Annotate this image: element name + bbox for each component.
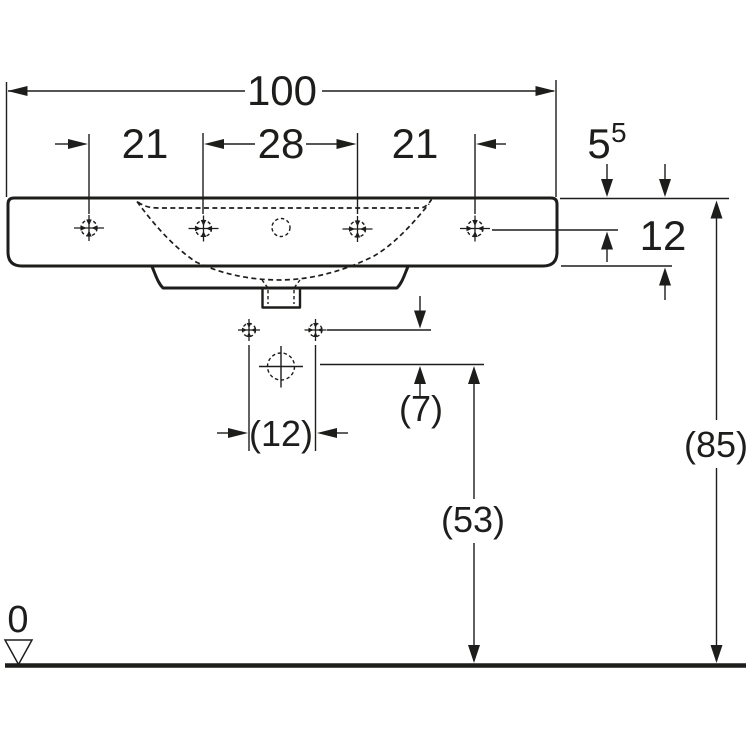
arrowhead-up-icon	[601, 231, 613, 250]
arrowhead-up-icon	[468, 366, 480, 384]
dim-label-overall-width: 100	[247, 67, 317, 114]
dim-fixing-to-drain: (7)	[320, 296, 484, 429]
dim-floor-to-drain: (53)	[441, 366, 505, 663]
arrowhead-left-icon	[317, 428, 337, 438]
dim-tap-spacings: 21 28 21	[55, 120, 506, 214]
arrowhead-left-icon	[204, 139, 224, 149]
dim-label-rim-to-tap-base: 5	[587, 120, 610, 167]
dim-rim-to-body-bottom: 12	[640, 164, 687, 300]
dim-label-tap-left: 21	[122, 120, 169, 167]
dim-label-floor-to-rim: (85)	[684, 424, 748, 465]
arrowhead-down-icon	[468, 645, 480, 663]
drain-centre-mark	[259, 346, 303, 388]
dim-label-rim-to-tap-superscript: 5	[611, 117, 627, 148]
datum-zero-label: 0	[7, 599, 28, 641]
arrowhead-up-icon	[659, 267, 671, 286]
dim-label-fixing-spacing: (12)	[249, 413, 313, 454]
dim-rim-to-tap-centre: 5 5	[587, 117, 627, 262]
dim-fixing-hole-spacing: (12)	[217, 345, 348, 454]
drain-funnel-hidden-lines	[261, 279, 301, 304]
basin-underside-shroud	[150, 265, 410, 290]
dim-overall-width: 100	[5, 67, 557, 197]
arrowhead-right-icon	[336, 139, 357, 149]
overflow-hidden-circle	[271, 217, 291, 238]
basin-body-outline	[6, 196, 559, 268]
arrowhead-up-icon	[710, 200, 723, 219]
arrowhead-left-icon	[476, 139, 496, 149]
tap-hole-mark-2	[187, 214, 220, 243]
dim-label-tap-center: 28	[258, 120, 305, 167]
arrowhead-down-icon	[659, 179, 671, 197]
tap-hole-mark-4	[459, 214, 491, 243]
drain-spigot	[261, 286, 302, 309]
arrowhead-down-icon	[601, 179, 613, 197]
bowl-rim-hidden-line	[137, 199, 433, 209]
arrowhead-down-icon	[710, 645, 723, 663]
dim-label-tap-right: 21	[392, 120, 439, 167]
arrowhead-up-icon	[414, 366, 426, 384]
arrowhead-left-icon	[7, 86, 28, 96]
dim-label-floor-to-drain: (53)	[441, 499, 505, 540]
fixing-hole-mark-left	[237, 318, 261, 342]
dim-label-body-height: 12	[640, 212, 687, 259]
bowl-hidden-outline	[136, 200, 430, 281]
arrowhead-down-icon	[414, 310, 426, 329]
tap-hole-mark-1	[73, 214, 105, 242]
dim-floor-to-rim: (85)	[684, 200, 748, 663]
dim-label-fixing-to-drain: (7)	[399, 388, 443, 429]
arrowhead-right-icon	[535, 86, 556, 96]
fixing-hole-mark-right	[303, 318, 328, 342]
arrowhead-right-icon	[68, 139, 88, 149]
arrowhead-right-icon	[228, 428, 248, 438]
tap-hole-mark-3	[341, 215, 374, 243]
datum-triangle-icon	[3, 639, 34, 667]
